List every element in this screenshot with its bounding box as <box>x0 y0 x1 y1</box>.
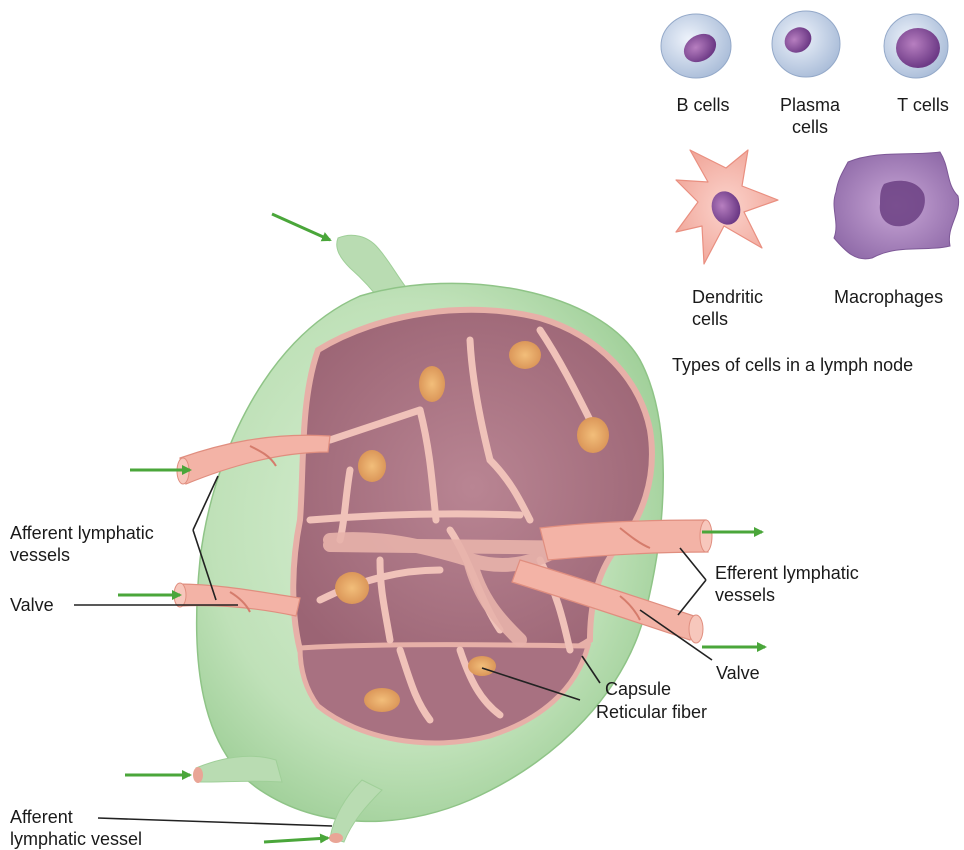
plasma-cells-label-line2: cells <box>770 116 850 138</box>
follicle <box>468 656 496 676</box>
plasma-cells-label: Plasma cells <box>770 94 850 138</box>
cell-types-caption: Types of cells in a lymph node <box>672 354 913 376</box>
afferent-lymphatic-vessel-label: Afferent lymphatic vessel <box>10 806 142 850</box>
afferent-lymphatic-vessel-line2: lymphatic vessel <box>10 828 142 850</box>
plasma-cells-label-line1: Plasma <box>770 94 850 116</box>
b-cell-illustration <box>661 14 731 78</box>
t-cell-illustration <box>884 14 948 78</box>
dendritic-cell-illustration <box>676 150 778 264</box>
follicle <box>364 688 400 712</box>
t-cells-label: T cells <box>888 94 958 116</box>
efferent-lymphatic-vessels-line2: vessels <box>715 584 859 606</box>
afferent-lymphatic-vessels-line2: vessels <box>10 544 154 566</box>
afferent-lymphatic-vessels-line1: Afferent lymphatic <box>10 522 154 544</box>
valve-left-label: Valve <box>10 594 54 616</box>
nucleus <box>896 28 940 68</box>
efferent-lymphatic-vessels-label: Efferent lymphatic vessels <box>715 562 859 606</box>
macrophages-label: Macrophages <box>834 286 943 308</box>
dendritic-cells-label-line1: Dendritic <box>692 286 763 308</box>
flow-arrow-bottom-2 <box>264 838 328 842</box>
macrophage-illustration <box>834 152 959 259</box>
follicle <box>358 450 386 482</box>
valve-right-label: Valve <box>716 662 760 684</box>
afferent-vessel-bottom-1 <box>196 756 282 782</box>
plasma-cell-illustration <box>772 11 840 77</box>
reticular-fiber-label: Reticular fiber <box>596 701 707 723</box>
dendritic-cells-label-line2: cells <box>692 308 763 330</box>
afferent-lymphatic-vessels-label: Afferent lymphatic vessels <box>10 522 154 566</box>
follicle <box>509 341 541 369</box>
follicle <box>419 366 445 402</box>
capsule-label: Capsule <box>605 678 671 700</box>
leader-efferent-vessels <box>678 548 706 615</box>
afferent-lymphatic-vessel-line1: Afferent <box>10 806 142 828</box>
dendritic-cells-label: Dendritic cells <box>692 286 763 330</box>
flow-arrow-top <box>272 214 330 240</box>
follicle <box>577 417 609 453</box>
follicle <box>335 572 369 604</box>
b-cells-label: B cells <box>668 94 738 116</box>
efferent-lymphatic-vessels-line1: Efferent lymphatic <box>715 562 859 584</box>
efferent-vessel-upper <box>540 520 708 560</box>
